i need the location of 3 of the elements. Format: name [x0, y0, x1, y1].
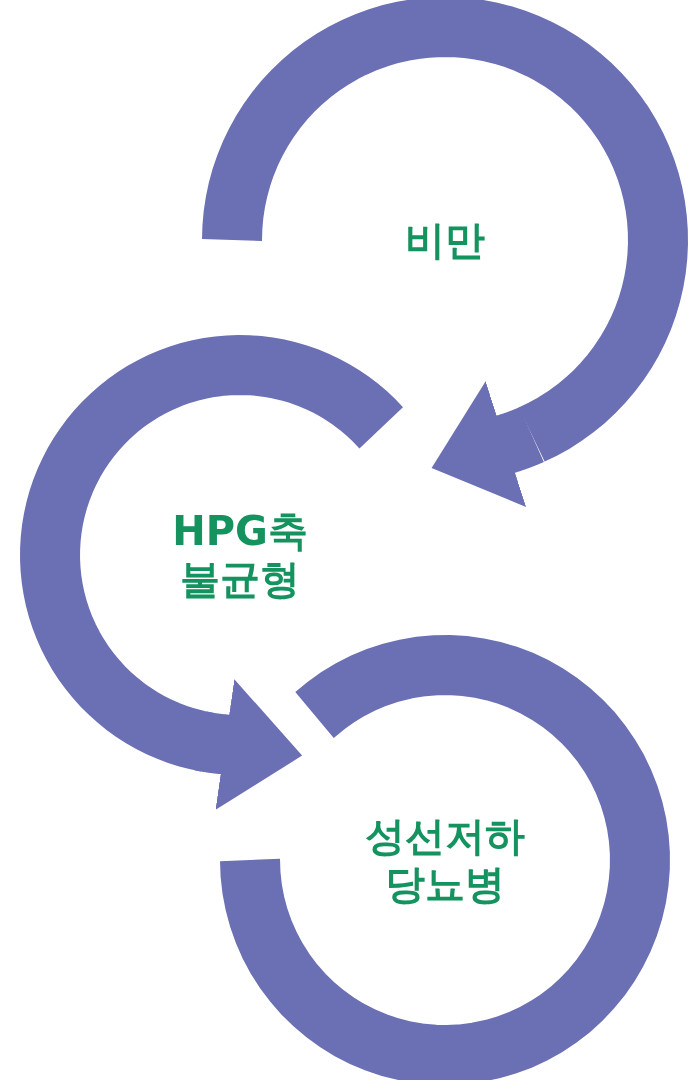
- node-label: 성선저하 당뇨병: [364, 812, 526, 908]
- node-label: HPG축 불균형: [171, 507, 309, 603]
- node-label: 비만: [404, 216, 486, 264]
